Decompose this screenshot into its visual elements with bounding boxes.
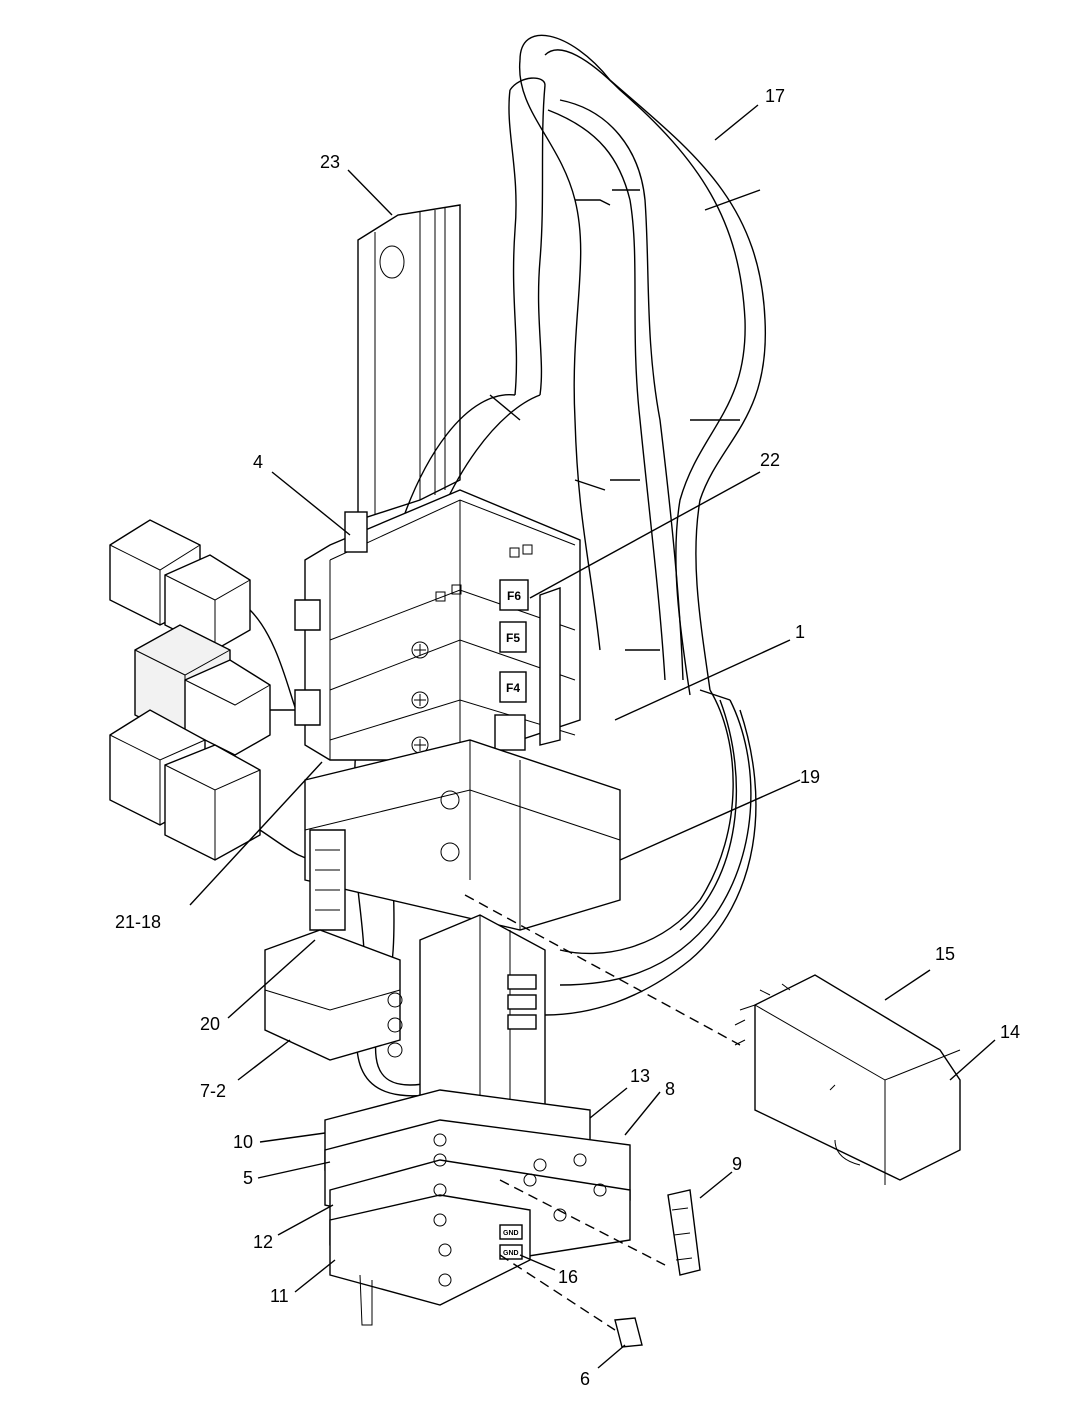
terminal-label-gnd-1: GND <box>503 1230 519 1237</box>
callout-1: 1 <box>795 622 805 642</box>
callout-16: 16 <box>558 1267 578 1287</box>
relay-bracket <box>304 739 621 931</box>
callout-20: 20 <box>200 1014 220 1034</box>
callout-12: 12 <box>253 1232 273 1252</box>
callout-11: 11 <box>270 1286 289 1306</box>
callout-9: 9 <box>732 1154 742 1174</box>
callout-13: 13 <box>630 1066 650 1086</box>
callout-4: 4 <box>253 452 263 472</box>
wire-harness <box>353 34 766 1097</box>
fuse-label-f6: F6 <box>507 589 521 603</box>
fuse-block-stack: F6 F5 F4 <box>294 489 581 761</box>
callout-7-2: 7-2 <box>200 1081 226 1101</box>
fuse-label-f4: F4 <box>506 681 520 695</box>
callout-14: 14 <box>1000 1022 1020 1042</box>
callout-5: 5 <box>243 1168 253 1188</box>
callout-6: 6 <box>580 1369 590 1389</box>
callout-17: 17 <box>765 86 785 106</box>
jumper-clips <box>614 1189 701 1348</box>
callout-10: 10 <box>233 1132 253 1152</box>
callout-15: 15 <box>935 944 955 964</box>
terminal-label-gnd-2: GND <box>503 1250 519 1257</box>
callout-19: 19 <box>800 767 820 787</box>
terminal-block-stack: GND GND <box>264 914 631 1326</box>
callout-22: 22 <box>760 450 780 470</box>
din-rail <box>357 204 461 521</box>
explode-lines <box>464 894 741 1331</box>
left-connectors <box>109 519 321 861</box>
leader-lines <box>189 104 996 1369</box>
callout-21-18: 21-18 <box>115 912 161 932</box>
callout-8: 8 <box>665 1079 675 1099</box>
callout-23: 23 <box>320 152 340 172</box>
callout-labels: 23 17 4 22 1 19 21-18 20 7-2 15 14 13 8 … <box>115 86 1020 1389</box>
fuse-label-f5: F5 <box>506 631 520 645</box>
plug-in-relay <box>734 974 961 1185</box>
